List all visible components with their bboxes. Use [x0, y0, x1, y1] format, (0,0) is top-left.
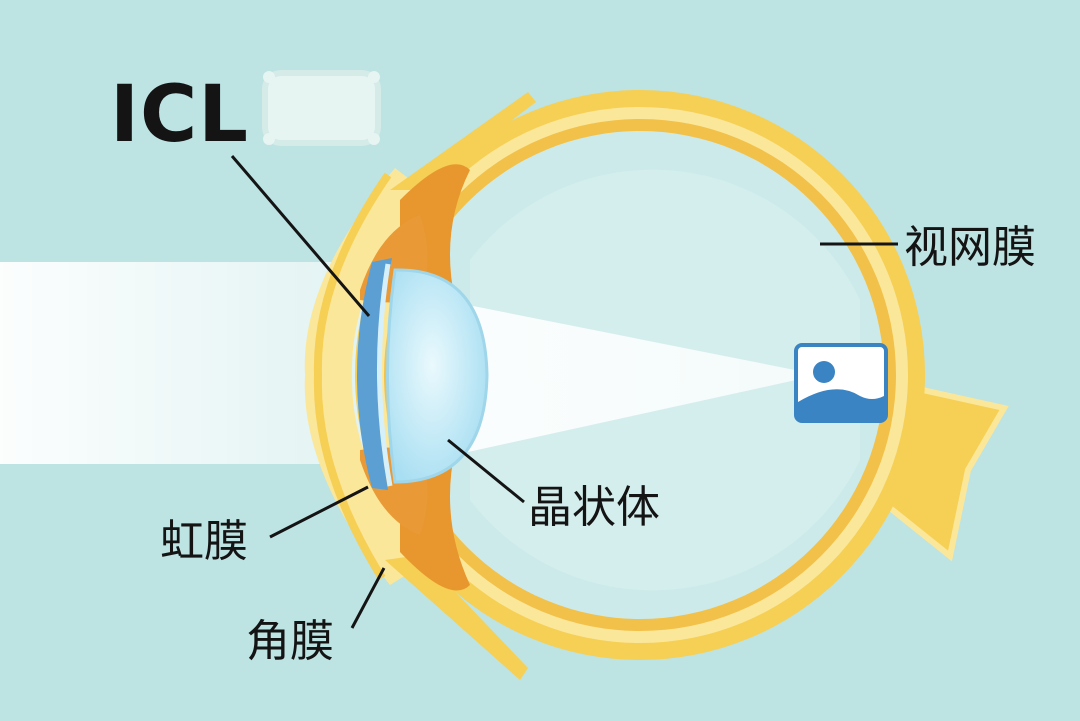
iris-leader-line	[269, 485, 369, 539]
icl-implant-highlight	[376, 263, 393, 487]
crystalline-lens	[386, 268, 489, 484]
lens-leader-line	[447, 438, 525, 504]
iris-label: 虹膜	[160, 516, 248, 567]
cornea-leader-line	[350, 567, 386, 629]
focused-light-cone	[468, 305, 805, 452]
sclera-tip-bottom	[385, 555, 528, 680]
icl-implant-lens	[357, 258, 392, 490]
image-picture-icon	[794, 343, 888, 423]
icl-label: ICL	[110, 70, 249, 160]
retina-label: 视网膜	[904, 222, 1036, 273]
sclera-tip-top	[390, 92, 536, 190]
icl-leader-line	[230, 155, 371, 317]
cornea-rim	[313, 172, 392, 581]
icl-lens-implant-icon	[262, 70, 381, 146]
cornea-label: 角膜	[246, 616, 334, 667]
lens-label: 晶状体	[528, 482, 660, 533]
